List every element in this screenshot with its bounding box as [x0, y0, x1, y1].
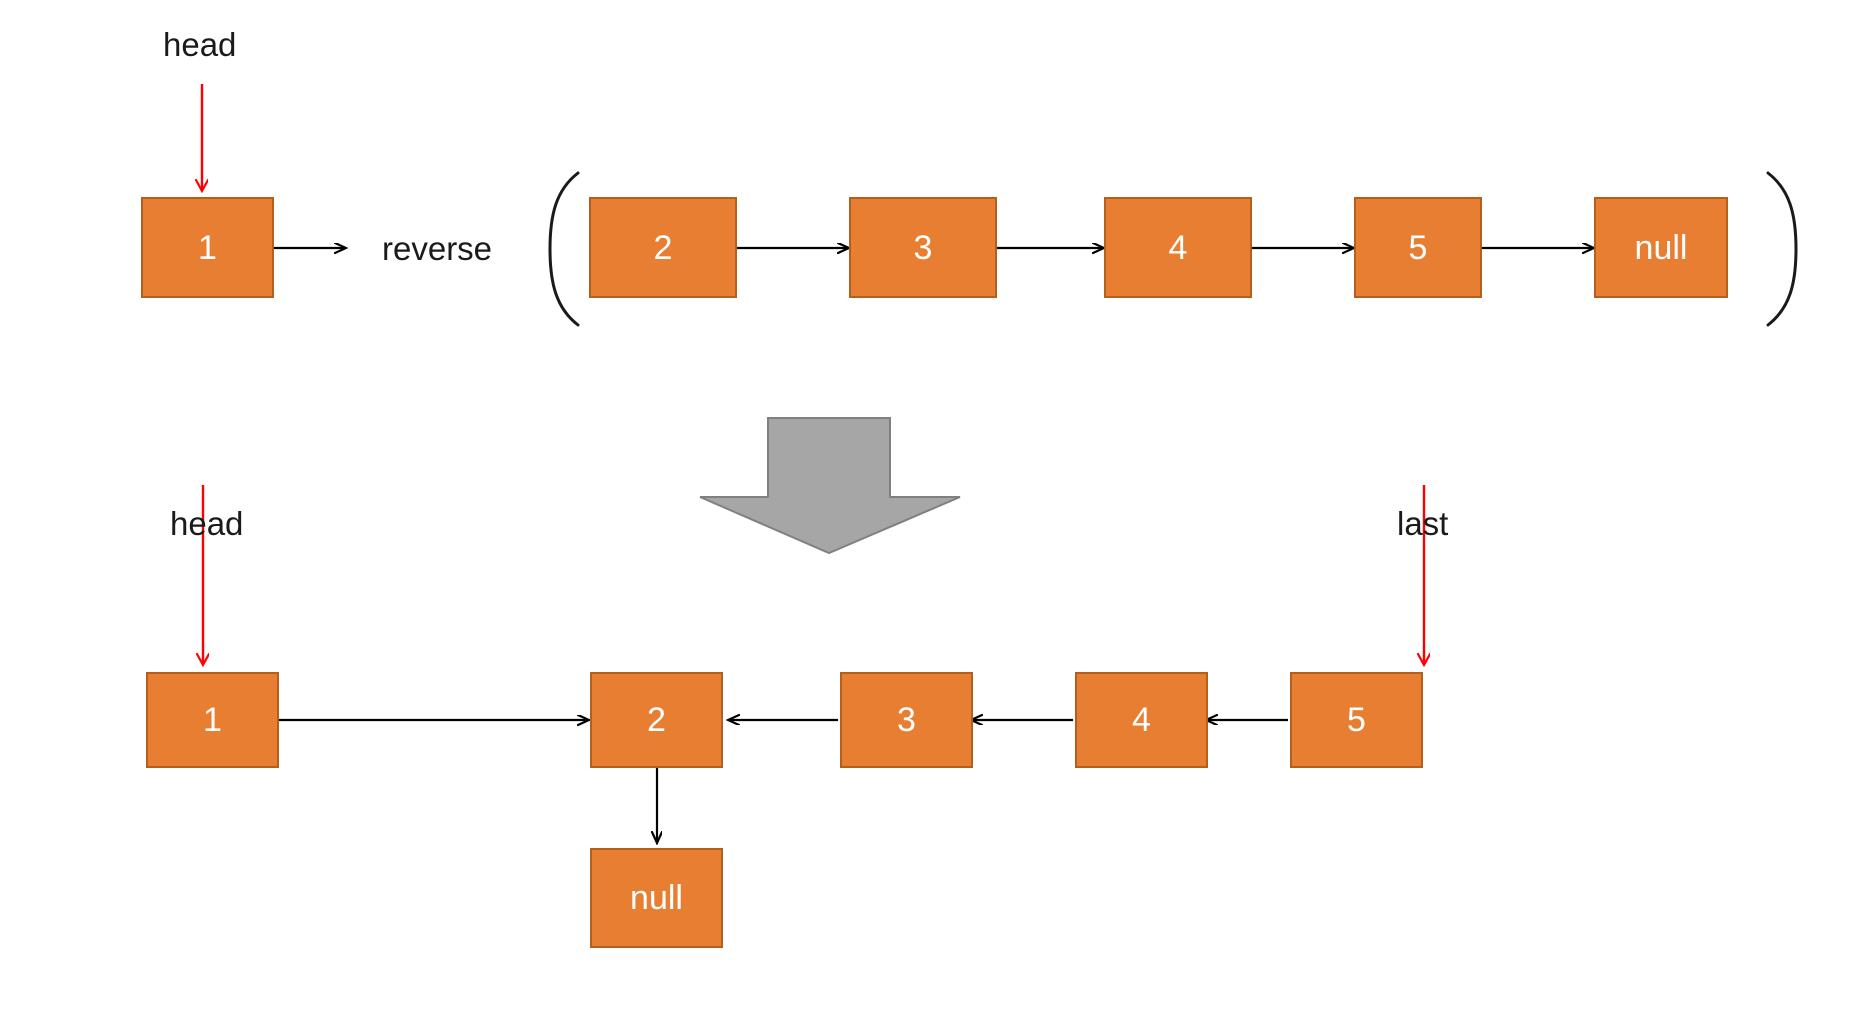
node-top-3[interactable]: 3: [849, 197, 997, 298]
node-bottom-null[interactable]: null: [590, 848, 723, 948]
node-top-null[interactable]: null: [1594, 197, 1728, 298]
head-label-bottom: head: [170, 505, 244, 542]
close-paren: [1766, 171, 1798, 327]
node-bottom-head[interactable]: 1: [146, 672, 279, 768]
node-top-head[interactable]: 1: [141, 197, 274, 298]
node-top-5[interactable]: 5: [1354, 197, 1482, 298]
reverse-operation-label: reverse: [382, 230, 493, 267]
node-bottom-3[interactable]: 3: [840, 672, 973, 768]
node-bottom-2[interactable]: 2: [590, 672, 723, 768]
open-paren: [548, 171, 580, 327]
node-bottom-4[interactable]: 4: [1075, 672, 1208, 768]
node-bottom-5[interactable]: 5: [1290, 672, 1423, 768]
head-label-top: head: [163, 26, 237, 63]
node-top-4[interactable]: 4: [1104, 197, 1252, 298]
transform-down-arrow: [699, 417, 961, 555]
node-top-2[interactable]: 2: [589, 197, 737, 298]
last-label: last: [1397, 505, 1449, 542]
